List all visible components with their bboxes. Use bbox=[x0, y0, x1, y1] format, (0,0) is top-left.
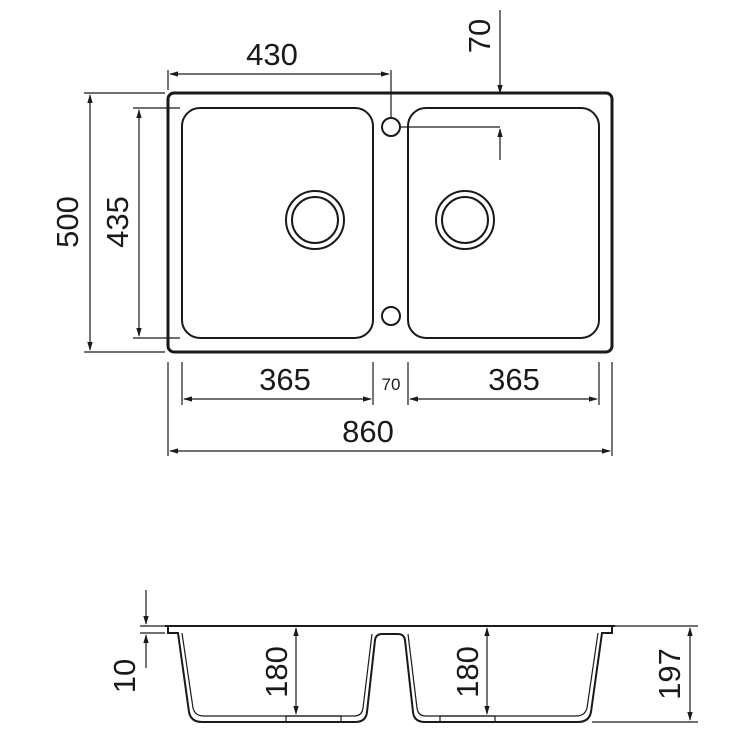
inner-wall-section bbox=[181, 632, 599, 717]
left-bowl-outline bbox=[181, 107, 374, 339]
dim-label-430: 430 bbox=[246, 37, 298, 72]
dim-label-10: 10 bbox=[107, 659, 142, 693]
dim-label-365-left: 365 bbox=[259, 362, 311, 397]
dim-label-500: 500 bbox=[50, 196, 85, 248]
dim-label-70-top: 70 bbox=[462, 19, 497, 53]
right-bowl-outline bbox=[407, 107, 600, 339]
left-drain-icon bbox=[285, 190, 345, 250]
overflow-hole-icon bbox=[381, 306, 401, 326]
tap-hole-icon bbox=[381, 117, 401, 137]
dim-label-180-right: 180 bbox=[450, 646, 485, 698]
sink-outer-outline bbox=[166, 91, 614, 354]
dim-label-197: 197 bbox=[652, 648, 687, 700]
plan-view: 430 70 500 435 365 70 365 860 bbox=[50, 10, 614, 456]
left-bowl-section bbox=[167, 626, 613, 723]
dim-label-365-right: 365 bbox=[488, 362, 540, 397]
right-drain-stub bbox=[439, 715, 496, 723]
dim-label-860: 860 bbox=[342, 414, 394, 449]
dim-label-435: 435 bbox=[100, 196, 135, 248]
right-drain-icon bbox=[435, 190, 495, 250]
dim-label-180-left: 180 bbox=[259, 646, 294, 698]
section-view: 10 180 180 197 bbox=[107, 590, 698, 723]
dim-label-70-divider: 70 bbox=[382, 375, 401, 394]
left-drain-stub bbox=[285, 715, 342, 723]
